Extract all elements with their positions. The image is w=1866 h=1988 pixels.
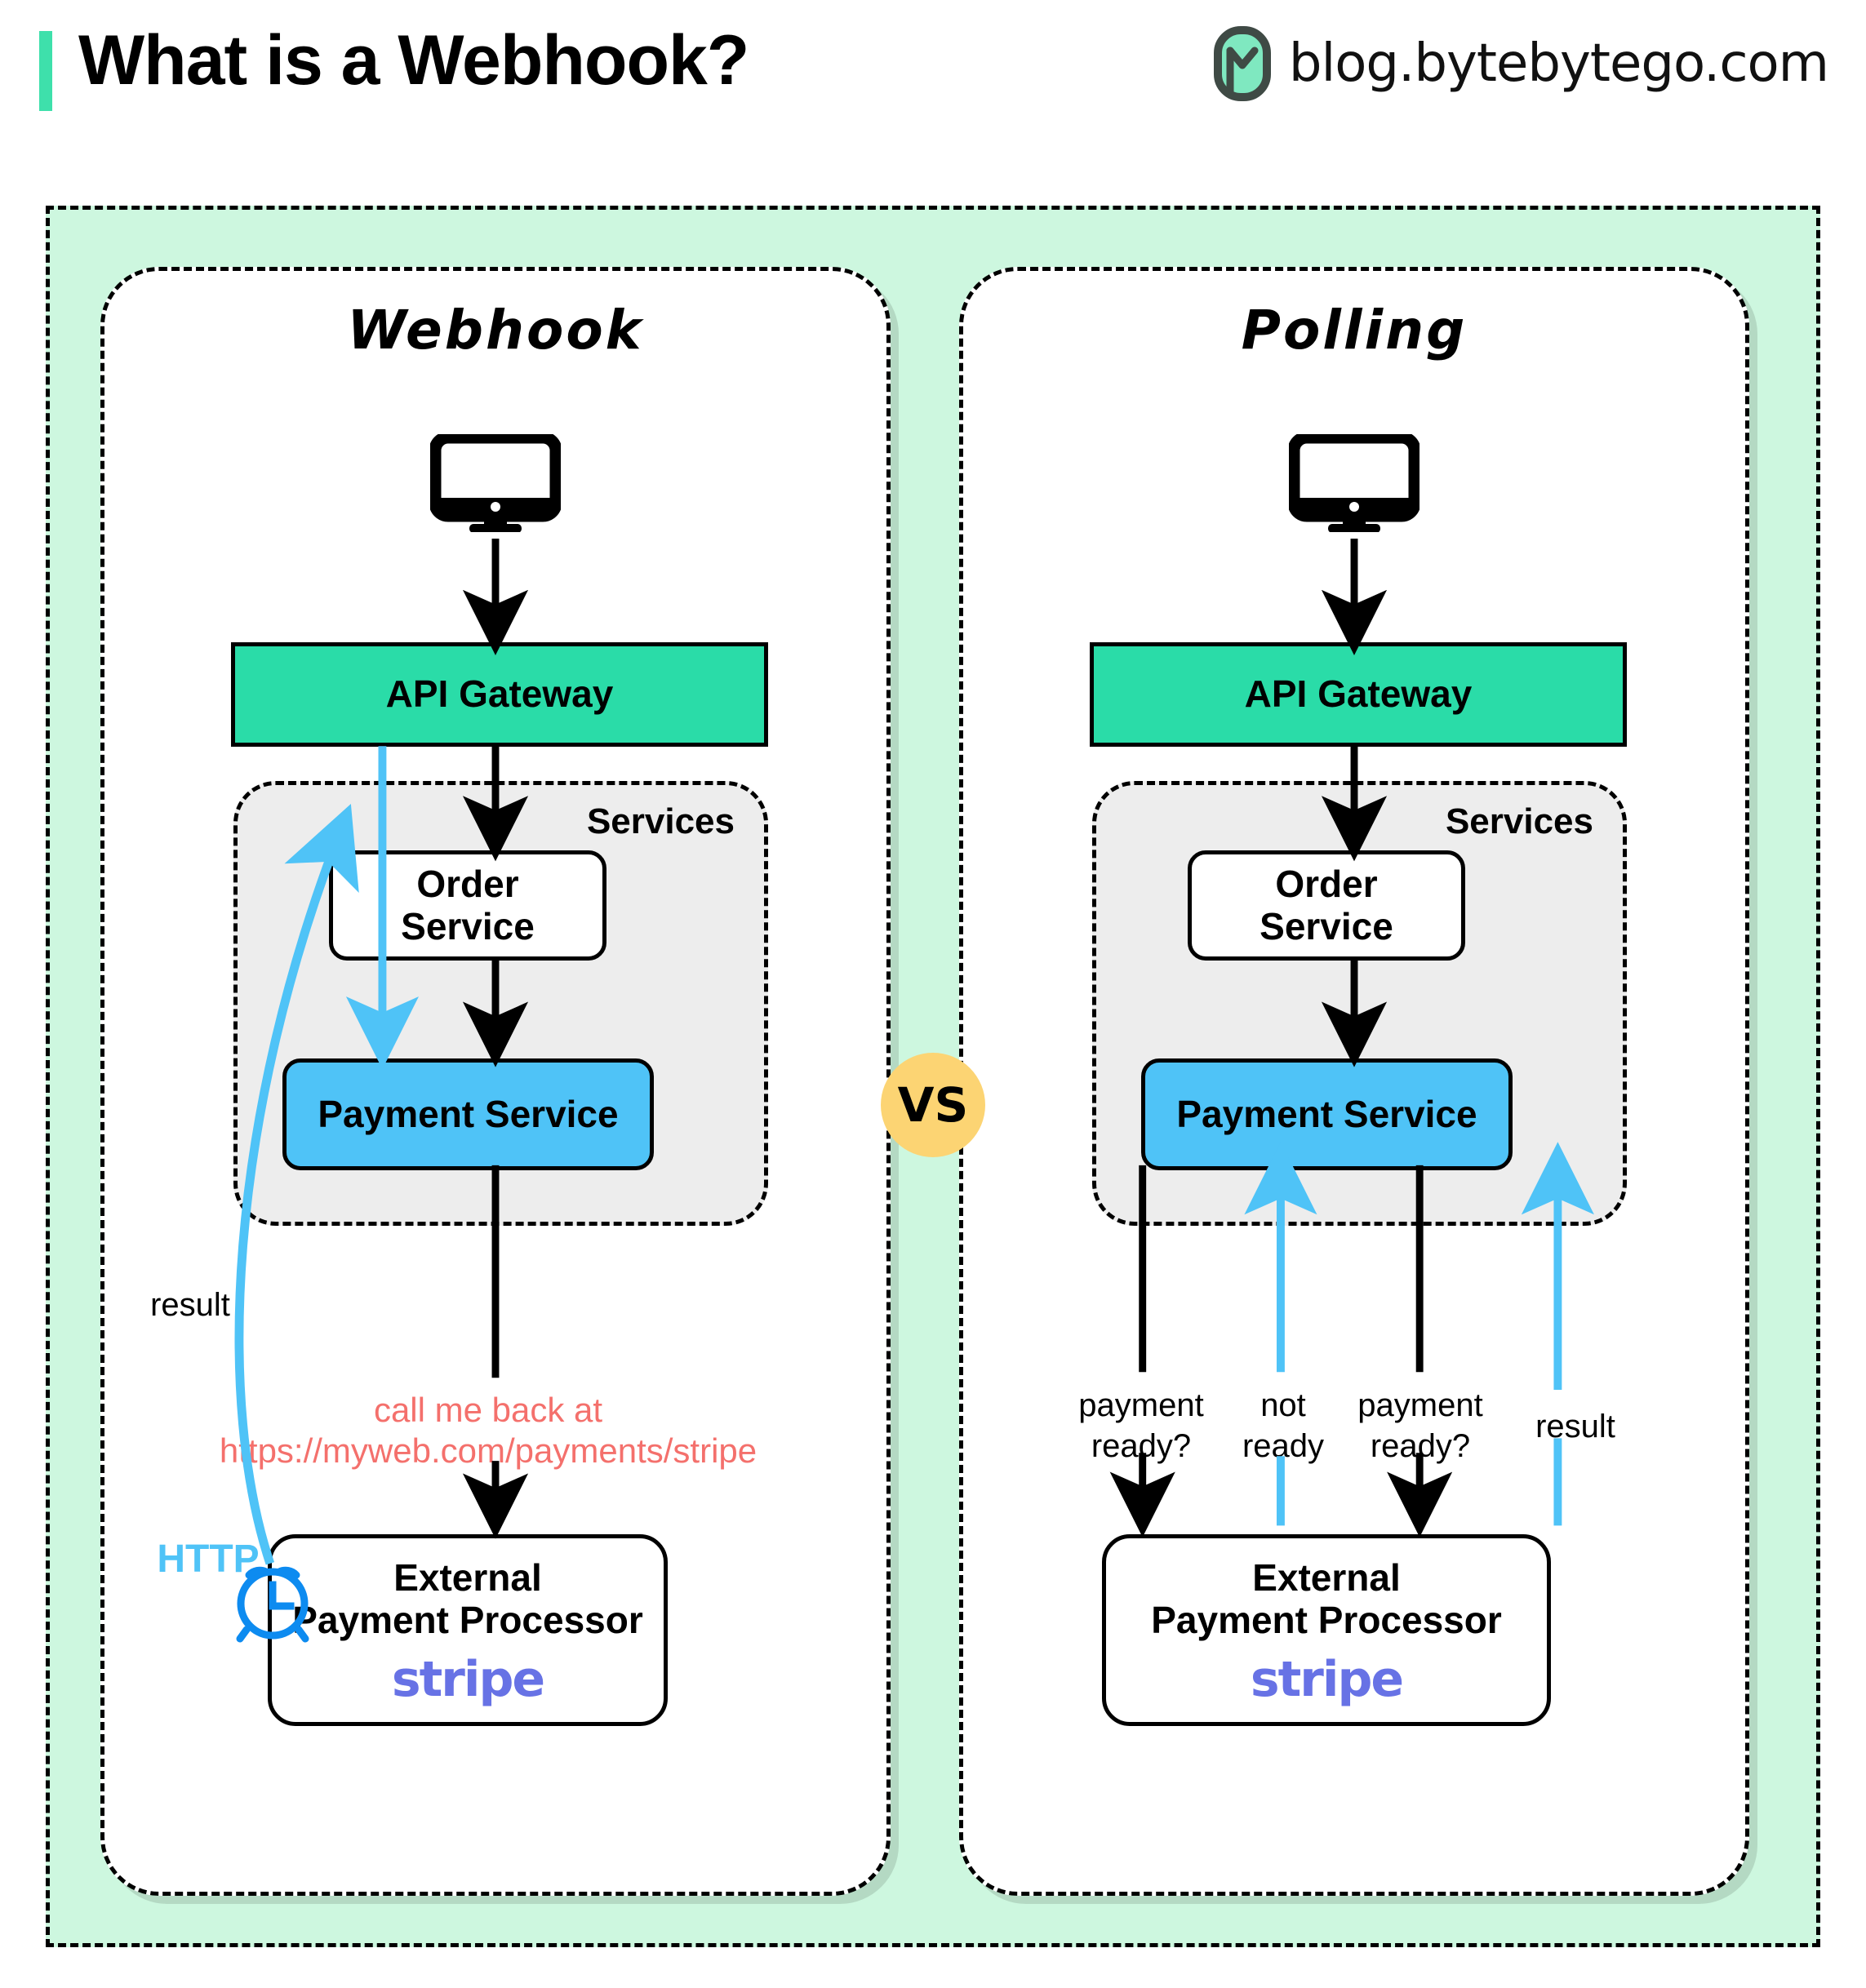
poll-result-label: result (1535, 1409, 1615, 1444)
order-service-line2: Service (401, 904, 535, 947)
order-service-box-webhook: Order Service (329, 850, 606, 961)
api-gateway-box-polling: API Gateway (1090, 642, 1627, 747)
external-payment-processor-box-polling: External Payment Processor stripe (1102, 1534, 1551, 1726)
vs-badge: VS (881, 1053, 985, 1157)
payment-service-box-polling: Payment Service (1141, 1058, 1513, 1170)
desktop-monitor-icon (1287, 431, 1421, 533)
services-label-webhook: Services (586, 801, 735, 841)
services-label-polling: Services (1445, 801, 1593, 841)
title-accent-bar (39, 31, 52, 111)
stripe-logo-webhook: stripe (391, 1651, 545, 1709)
result-label-webhook: result (150, 1287, 230, 1323)
order-service-line2: Service (1260, 904, 1393, 947)
epp-line2-webhook: Payment Processor (292, 1598, 643, 1641)
poll-q1-line2: ready? (1091, 1428, 1192, 1464)
api-gateway-box-webhook: API Gateway (231, 642, 768, 747)
comparison-container: Webhook API Gateway Services Order Servi… (46, 206, 1820, 1947)
desktop-monitor-icon (429, 431, 562, 533)
brand: blog.bytebytego.com (1213, 26, 1829, 101)
external-payment-processor-box-webhook: External Payment Processor stripe (268, 1534, 668, 1726)
panel-title-polling: Polling (1241, 299, 1468, 362)
poll-q2-line1: payment (1357, 1387, 1483, 1423)
panel-title-webhook: Webhook (347, 299, 644, 362)
epp-line2-polling: Payment Processor (1151, 1598, 1502, 1641)
order-service-line1: Order (1275, 862, 1378, 905)
payment-service-box-webhook: Payment Service (282, 1058, 654, 1170)
panel-webhook: Webhook API Gateway Services Order Servi… (100, 267, 891, 1896)
poll-q1-line1: payment (1078, 1387, 1204, 1423)
epp-line1-polling: External (1252, 1556, 1401, 1600)
panel-polling: Polling API Gateway Services Order Servi… (959, 267, 1749, 1896)
page-title: What is a Webhook? (78, 21, 749, 100)
alarm-clock-icon (227, 1552, 318, 1644)
poll-q2-line2: ready? (1370, 1428, 1471, 1464)
callback-line2: https://myweb.com/payments/stripe (219, 1431, 758, 1470)
order-service-line1: Order (416, 862, 519, 905)
epp-line1-webhook: External (393, 1556, 542, 1600)
page-header: What is a Webhook? blog.bytebytego.com (0, 0, 1866, 140)
poll-a1-line2: ready (1242, 1428, 1325, 1464)
stripe-logo-polling: stripe (1250, 1651, 1404, 1709)
callback-line1: call me back at (373, 1391, 603, 1429)
bytebytego-logo-icon (1213, 26, 1271, 101)
poll-a1-line1: not (1260, 1387, 1306, 1423)
order-service-box-polling: Order Service (1188, 850, 1465, 961)
brand-text: blog.bytebytego.com (1288, 33, 1829, 94)
